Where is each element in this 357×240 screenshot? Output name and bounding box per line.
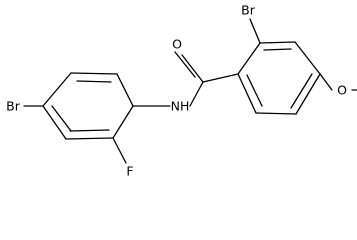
bond (246, 74, 263, 107)
atom-labels: Br F NH O Br O (6, 3, 347, 179)
bond (259, 41, 296, 44)
bond (255, 112, 297, 115)
atom-f: F (126, 164, 133, 179)
chemical-structure: Br F NH O Br O (6, 3, 357, 179)
bond (290, 73, 313, 109)
bond (51, 105, 72, 132)
atom-o-carbonyl: O (172, 37, 182, 52)
bond (76, 80, 112, 83)
bond (174, 51, 196, 78)
atom-br-left: Br (6, 99, 21, 114)
atom-br-top: Br (241, 3, 256, 18)
bond (42, 105, 67, 140)
atom-o-methoxy: O (337, 83, 347, 98)
bond (237, 42, 261, 75)
bond (112, 137, 127, 164)
bond (319, 73, 333, 91)
bond (69, 129, 110, 132)
bond (112, 105, 134, 139)
bond-lines (23, 18, 357, 164)
bond (65, 137, 114, 140)
bond (294, 41, 321, 75)
bond (263, 48, 292, 51)
bond (42, 72, 72, 107)
bond (181, 54, 204, 83)
bond (189, 81, 204, 107)
bond (70, 72, 118, 75)
bond (202, 73, 239, 83)
atom-nh: NH (171, 99, 190, 114)
bond (116, 73, 134, 107)
bond (237, 73, 257, 114)
bond (249, 18, 261, 44)
bond (295, 73, 321, 115)
